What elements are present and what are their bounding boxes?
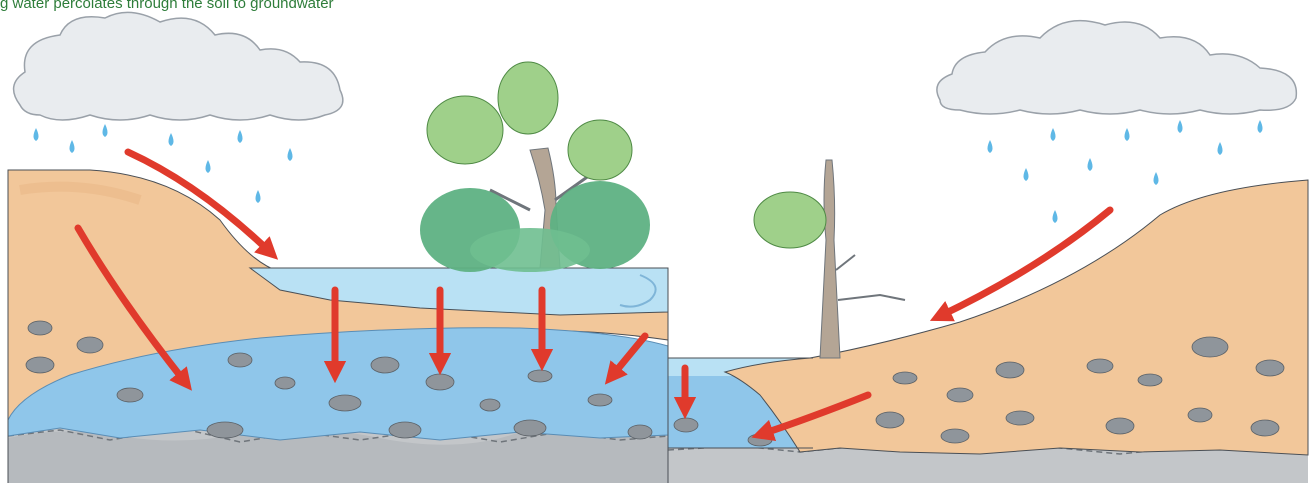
cloud-icon xyxy=(937,21,1296,114)
dead-tree-icon xyxy=(754,160,905,358)
cloud-icon xyxy=(14,12,343,120)
tree-icon xyxy=(420,62,650,272)
caption-text: g water percolates through the soil to g… xyxy=(0,0,334,14)
